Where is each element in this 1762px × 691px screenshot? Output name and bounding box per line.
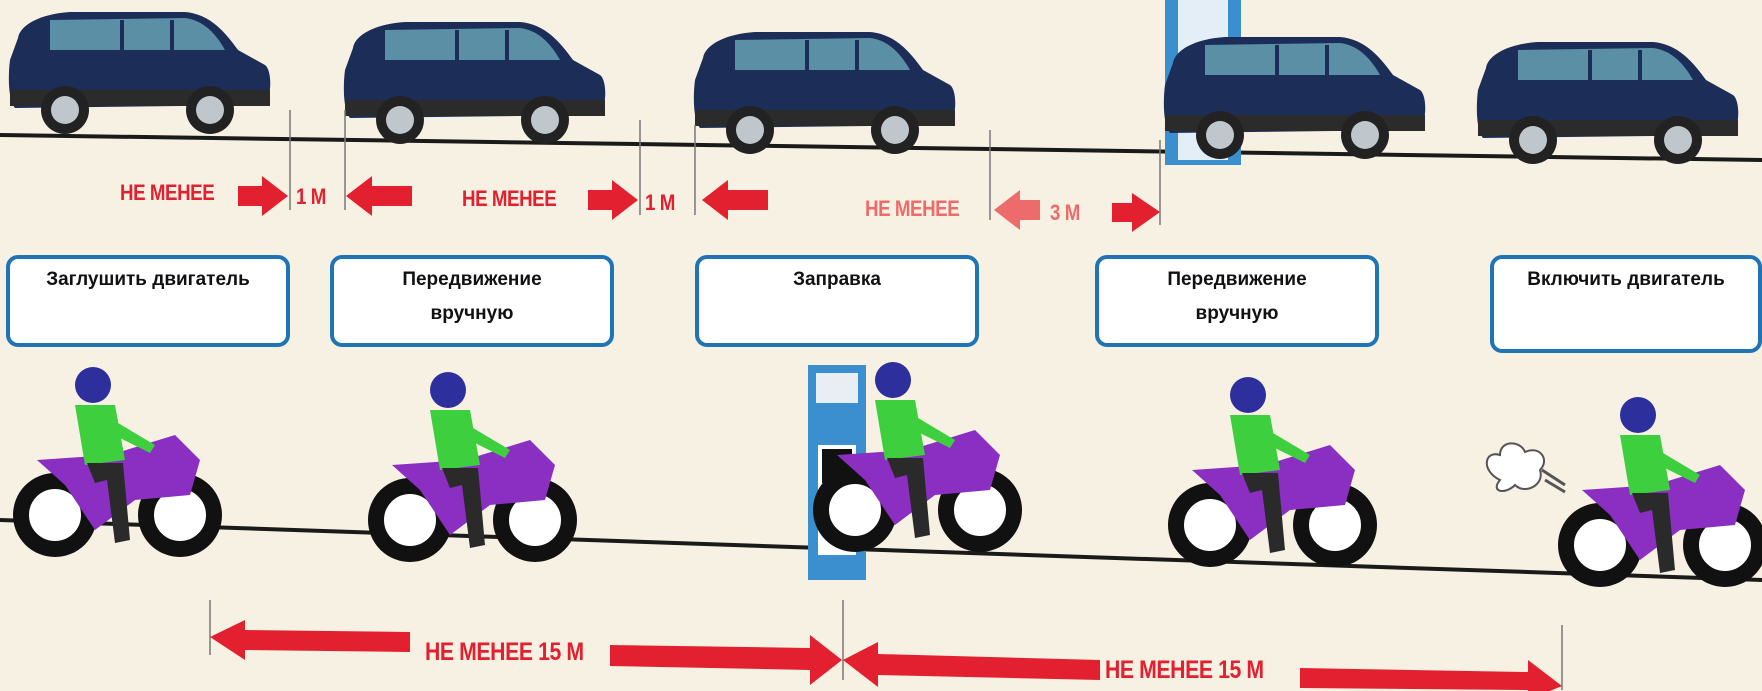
step-label: Передвижение: [1167, 269, 1307, 290]
step-label-line2: вручную: [1195, 303, 1279, 324]
distance-label-bottom-2: НЕ МЕНЕЕ 15 М: [1105, 656, 1264, 684]
step-label: Заглушить двигатель: [46, 269, 250, 290]
distance-label-2: НЕ МЕНЕЕ: [462, 186, 557, 211]
step-box-manual-move-2: Передвижение вручную: [1095, 255, 1379, 347]
step-box-manual-move-1: Передвижение вручную: [330, 255, 614, 347]
distance-value-1: 1 М: [296, 184, 326, 209]
distance-label-bottom-1: НЕ МЕНЕЕ 15 М: [425, 638, 584, 666]
step-label: Включить двигатель: [1527, 269, 1725, 290]
distance-label-1: НЕ МЕНЕЕ: [120, 180, 215, 205]
distance-label-3: НЕ МЕНЕЕ: [865, 196, 960, 221]
distance-value-2: 1 М: [645, 190, 675, 215]
distance-value-3: 3 М: [1050, 200, 1080, 225]
step-label: Передвижение: [402, 269, 542, 290]
step-box-start-engine: Включить двигатель: [1490, 255, 1762, 353]
exhaust-puff-icon: [1485, 442, 1566, 494]
step-label: Заправка: [793, 269, 881, 290]
step-label-line2: вручную: [430, 303, 514, 324]
step-box-stop-engine: Заглушить двигатель: [6, 255, 290, 347]
step-box-refueling: Заправка: [695, 255, 979, 347]
